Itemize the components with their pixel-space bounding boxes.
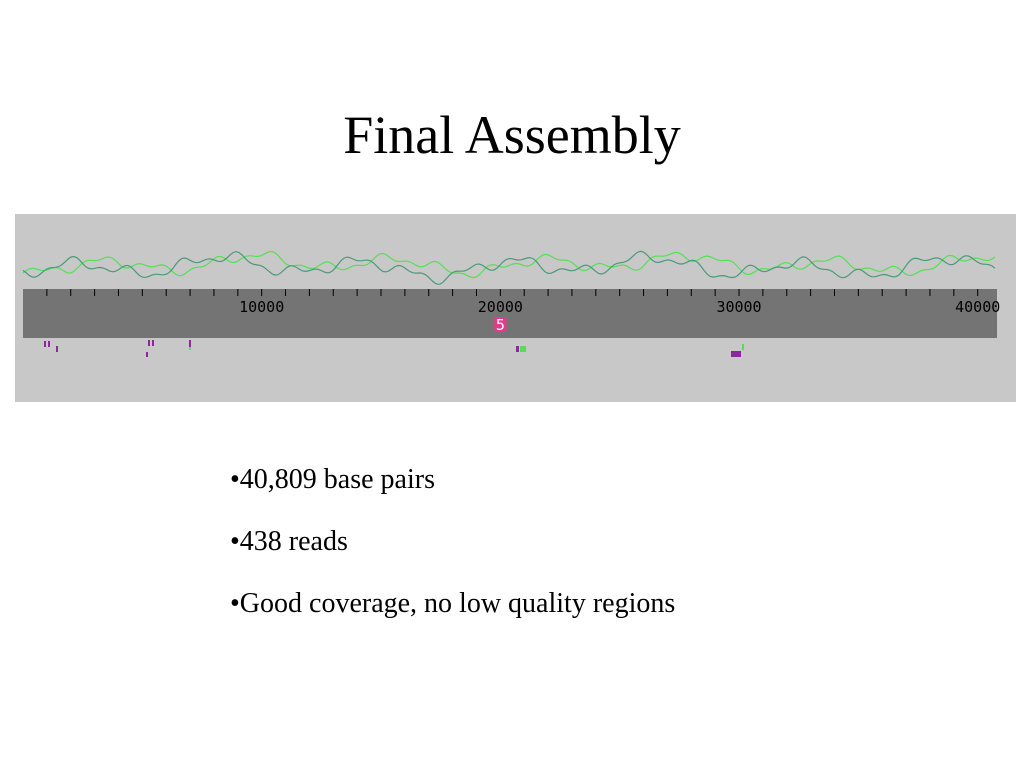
marker-label: 5 xyxy=(496,316,505,334)
bullet-reads: •438 reads xyxy=(230,526,348,557)
gap-marker xyxy=(44,341,46,347)
coverage-trace-light xyxy=(22,250,996,279)
gap-marker xyxy=(189,340,191,350)
gap-marker xyxy=(520,346,526,352)
gap-marker xyxy=(189,347,191,350)
gap-marker xyxy=(56,346,58,352)
gap-marker xyxy=(742,344,744,350)
ruler-tick-labels: 10000 20000 30000 40000 xyxy=(239,298,1000,316)
tick-label: 20000 xyxy=(478,298,523,316)
bullet-list: •40,809 base pairs •438 reads •Good cove… xyxy=(230,462,675,648)
contig-marker: 5 xyxy=(494,316,507,334)
slide-title: Final Assembly xyxy=(343,105,681,165)
gap-marker xyxy=(48,341,50,347)
gap-marker xyxy=(148,340,150,346)
gap-markers xyxy=(44,340,744,357)
coverage-trace-dark xyxy=(22,250,996,285)
ruler-ticks xyxy=(46,289,979,296)
assembly-coverage-figure: 10000 20000 30000 40000 5 xyxy=(15,214,1016,402)
tick-label: 30000 xyxy=(716,298,761,316)
bullet-base-pairs: •40,809 base pairs xyxy=(230,464,435,495)
bullet-coverage: •Good coverage, no low quality regions xyxy=(230,588,676,619)
tick-label: 10000 xyxy=(239,298,284,316)
gap-marker xyxy=(152,340,154,346)
gap-marker xyxy=(146,352,148,357)
marker-badge xyxy=(494,317,507,332)
gap-marker xyxy=(516,346,519,352)
tick-label: 40000 xyxy=(955,298,1000,316)
contig-ruler-bar xyxy=(23,289,997,338)
gap-marker xyxy=(731,351,741,357)
